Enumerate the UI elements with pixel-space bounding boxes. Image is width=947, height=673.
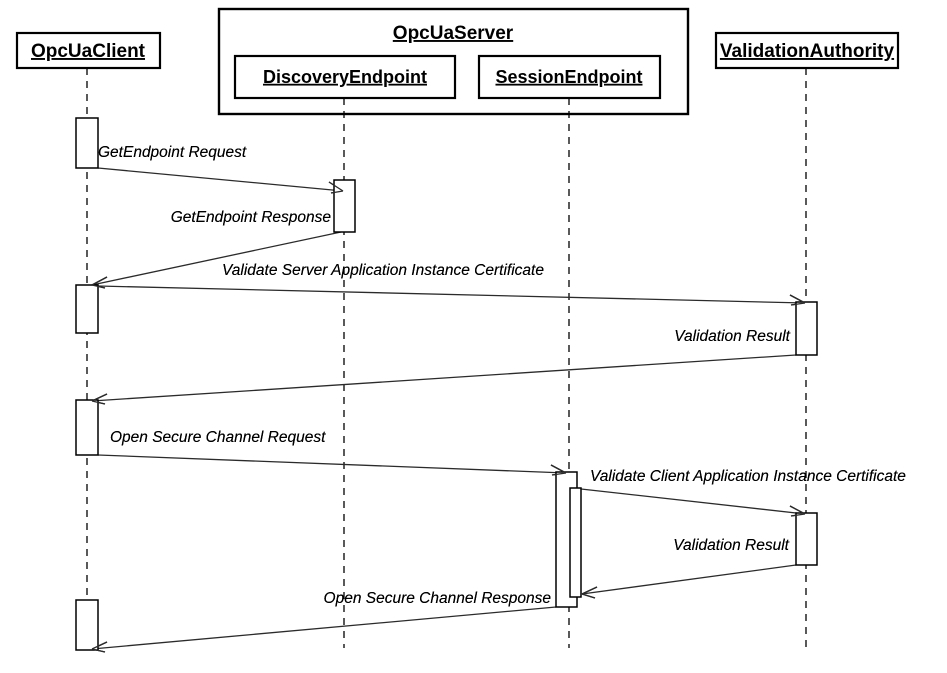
message-line — [97, 167, 344, 192]
activation-bar-client-4 — [75, 599, 99, 651]
message-label: GetEndpoint Request — [98, 144, 247, 161]
activation-bar-session-nested — [569, 487, 582, 598]
participant-box-sessionendpoint[interactable] — [477, 54, 662, 100]
participant-box-validationauthority[interactable] — [714, 31, 900, 70]
group-label-opcuaserver: OpcUaServer — [393, 23, 514, 44]
message-labels-overlay: GetEndpoint Request GetEndpoint Response… — [98, 144, 906, 607]
arrowhead-icon — [91, 393, 108, 405]
arrowhead-icon — [789, 294, 806, 306]
message-label-open-secure-channel-request: Open Secure Channel Request — [110, 429, 326, 446]
message-label-validate-server-certificate: Validate Server Application Instance Cer… — [222, 262, 544, 279]
message-label-validation-result-server: Validation Result — [674, 328, 790, 345]
participant-label-sessionendpoint: SessionEndpoint — [495, 67, 642, 87]
arrowhead-icon — [581, 586, 598, 599]
activation-bar-authority-2 — [795, 512, 818, 566]
participant-label-validationauthority: ValidationAuthority — [720, 41, 895, 62]
arrowheads-overlay — [91, 181, 806, 653]
participant-discoveryendpoint[interactable]: DiscoveryEndpoint — [233, 54, 457, 100]
activation-bar-authority-1 — [795, 301, 818, 356]
message-line — [91, 354, 797, 402]
message-label: Validation Result — [674, 328, 790, 345]
message-line — [97, 454, 567, 474]
message-line — [97, 285, 806, 304]
participant-sessionendpoint[interactable]: SessionEndpoint — [477, 54, 662, 100]
arrowhead-icon — [328, 181, 344, 194]
message-line — [91, 606, 557, 650]
message-line — [91, 231, 342, 286]
message-label-open-secure-channel-response: Open Secure Channel Response — [324, 590, 552, 607]
activation-bar-client-3 — [75, 399, 99, 456]
activation-bar-client-2 — [75, 284, 99, 334]
participant-opcuaclient[interactable]: OpcUaClient — [15, 31, 162, 70]
participant-box-opcuaclient[interactable] — [15, 31, 162, 70]
participant-label-opcuaclient: OpcUaClient — [31, 41, 146, 62]
message-label: Validate Client Application Instance Cer… — [590, 468, 906, 485]
arrowhead-icon — [91, 641, 108, 653]
arrowhead-icon — [91, 276, 108, 289]
arrowhead-icon — [789, 505, 806, 517]
message-label-validation-result-client: Validation Result — [673, 537, 789, 554]
activation-bar-client-1 — [75, 117, 99, 169]
participant-box-discoveryendpoint[interactable] — [233, 54, 457, 100]
message-label: Open Secure Channel Response — [324, 590, 552, 607]
activation-bar-discovery-1 — [333, 179, 356, 233]
message-label: Open Secure Channel Request — [110, 429, 326, 446]
participant-validationauthority[interactable]: ValidationAuthority — [714, 31, 900, 70]
message-line — [581, 564, 797, 595]
message-label-getendpoint-response: GetEndpoint Response — [171, 209, 332, 226]
message-label-validate-client-certificate: Validate Client Application Instance Cer… — [590, 468, 906, 485]
message-label: Validate Server Application Instance Cer… — [222, 262, 544, 279]
arrowhead-icon — [550, 464, 567, 476]
message-label: Validation Result — [673, 537, 789, 554]
message-label: GetEndpoint Response — [171, 209, 332, 226]
message-line — [580, 488, 806, 515]
message-label-getendpoint-request: GetEndpoint Request — [98, 144, 247, 161]
participant-label-discoveryendpoint: DiscoveryEndpoint — [263, 67, 427, 87]
